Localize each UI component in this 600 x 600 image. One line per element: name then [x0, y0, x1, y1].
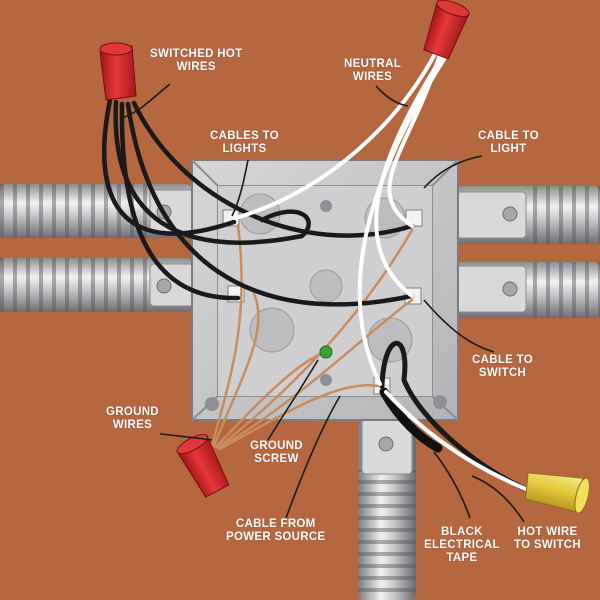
ground-screw-icon: [319, 345, 333, 359]
neutral-wires: [234, 50, 448, 386]
leader-cable-to-switch: [423, 299, 495, 353]
label-ground-screw: GROUND SCREW: [250, 440, 303, 465]
label-black-electrical-tape: BLACK ELECTRICAL TAPE: [424, 526, 500, 564]
black-electrical-tape: [379, 387, 443, 453]
label-ground-wires: GROUND WIRES: [106, 406, 159, 431]
ground-wires: [210, 223, 414, 451]
label-cables-to-lights: CABLES TO LIGHTS: [210, 130, 279, 155]
armored-cable-left-lower: [0, 258, 192, 312]
junction-box: [191, 159, 459, 421]
label-cable-to-switch: CABLE TO SWITCH: [472, 354, 533, 379]
leader-hot-wire-to-switch: [471, 475, 525, 523]
label-hot-wire-to-switch: HOT WIRE TO SWITCH: [514, 526, 582, 551]
leader-cable-from-power-source: [285, 395, 341, 519]
leader-ground-screw: [267, 359, 319, 441]
leader-switched-hot-wires: [121, 83, 171, 119]
label-switched-hot-wires: SWITCHED HOT WIRES: [150, 48, 243, 73]
yellow-wire-nut: [525, 472, 590, 514]
hot-wire-to-switch: [379, 340, 531, 493]
leader-cables-to-lights: [231, 159, 249, 217]
leader-black-electrical-tape: [433, 451, 471, 519]
label-cable-to-light: CABLE TO LIGHT: [478, 130, 539, 155]
red-wire-nut-neutral: [423, 0, 470, 60]
leader-neutral-wires: [375, 85, 409, 107]
armored-cable-left-upper: [0, 184, 192, 238]
label-neutral-wires: NEUTRAL WIRES: [344, 58, 402, 83]
leader-cable-to-light: [423, 155, 483, 189]
red-wire-nut-ground: [176, 434, 230, 498]
red-wire-nut-top: [99, 42, 137, 101]
label-cable-from-power-source: CABLE FROM POWER SOURCE: [226, 518, 326, 543]
leader-ground-wires: [159, 433, 213, 441]
